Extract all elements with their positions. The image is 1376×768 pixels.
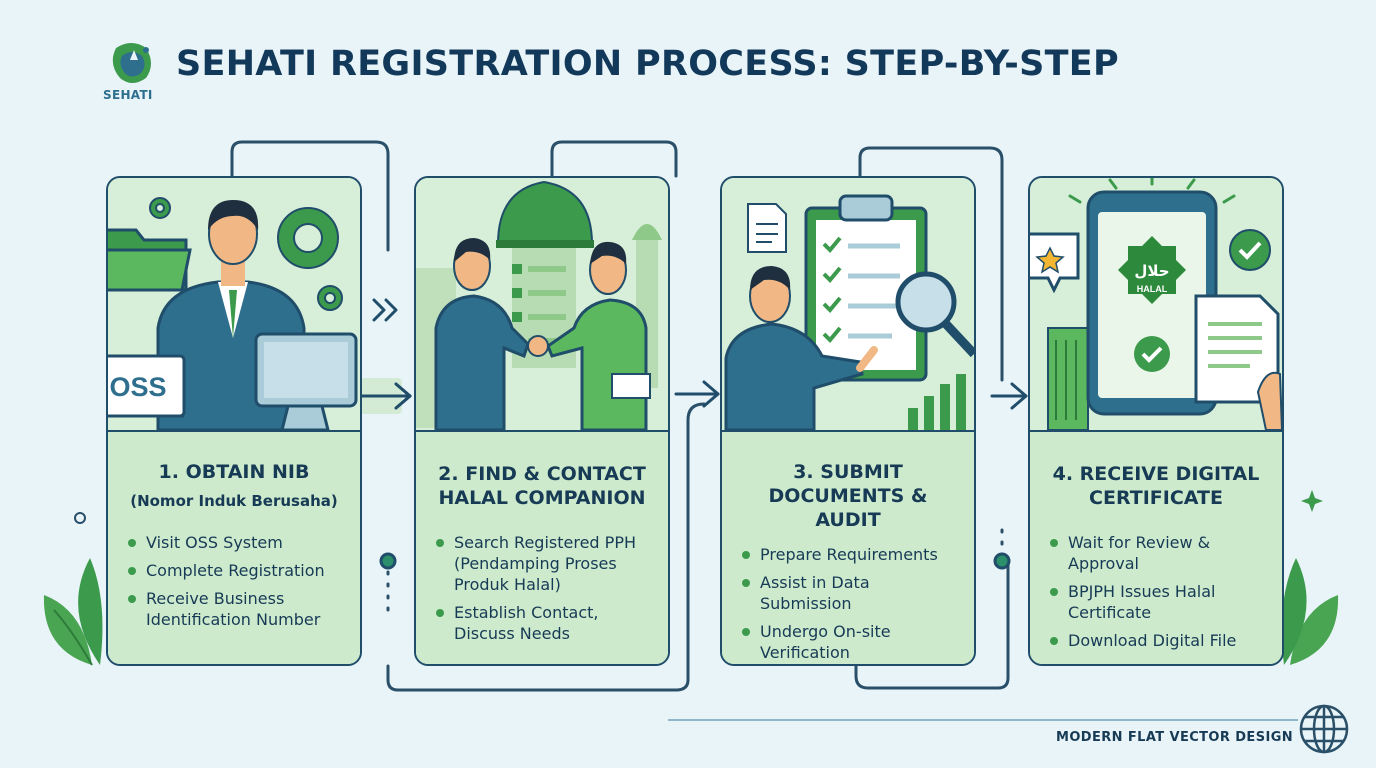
step-4-illustration: حلال HALAL <box>1030 178 1282 430</box>
step-1-illustration: OSS <box>108 178 360 430</box>
oss-badge-text: OSS <box>109 372 166 402</box>
step-3-illustration <box>722 178 974 430</box>
step-3-bullet-1: Prepare Requirements <box>742 544 964 565</box>
step-3-bullet-2: Assist in Data Submission <box>742 572 964 614</box>
step-1-bullets: Visit OSS System Complete Registration R… <box>128 532 350 637</box>
step-3-text-panel: 3. SUBMIT DOCUMENTS & AUDIT Prepare Requ… <box>722 430 974 664</box>
step-1-text-panel: 1. OBTAIN NIB (Nomor Induk Berusaha) Vis… <box>108 430 360 664</box>
step-2-text-panel: 2. FIND & CONTACT HALAL COMPANION Search… <box>416 430 668 664</box>
step-card-4: حلال HALAL 4. RECEIVE DIGITAL CERTIFICAT… <box>1028 176 1284 666</box>
document-icon <box>747 203 787 253</box>
step-card-2: 2. FIND & CONTACT HALAL COMPANION Search… <box>414 176 670 666</box>
step-card-3: 3. SUBMIT DOCUMENTS & AUDIT Prepare Requ… <box>720 176 976 666</box>
step-4-bullets: Wait for Review & Approval BPJPH Issues … <box>1050 532 1272 658</box>
sehati-logo-icon <box>112 43 151 83</box>
step-1-bullet-2: Complete Registration <box>128 560 350 581</box>
leaf-decoration-right <box>1281 558 1339 665</box>
step-4-bullet-1: Wait for Review & Approval <box>1050 532 1272 574</box>
smartphone-icon: حلال HALAL <box>1086 190 1218 416</box>
step-2-title: 2. FIND & CONTACT HALAL COMPANION <box>438 463 646 509</box>
magnifier-icon <box>895 271 974 358</box>
step-4-text-panel: 4. RECEIVE DIGITAL CERTIFICATE Wait for … <box>1030 430 1282 664</box>
handshake-figures <box>434 238 651 430</box>
halal-arabic-text: حلال <box>1134 262 1169 280</box>
step-card-1: OSS 1. OBTAIN NIB (Nomor Induk Berusaha)… <box>106 176 362 666</box>
building-icon <box>1047 327 1089 430</box>
step-1-title: 1. OBTAIN NIB <box>158 461 310 483</box>
footer-text: MODERN FLAT VECTOR DESIGN <box>1056 730 1294 745</box>
certificate-document-icon <box>1194 294 1280 404</box>
leaf-decoration-left <box>43 558 103 666</box>
step-1-subtitle: (Nomor Induk Berusaha) <box>130 492 338 510</box>
step-4-bullet-2: BPJPH Issues Halal Certificate <box>1050 581 1272 623</box>
step-1-bullet-3: Receive Business Identification Number <box>128 588 350 630</box>
bar-chart-icon <box>908 374 966 430</box>
globe-icon <box>1299 704 1349 754</box>
glow-rays <box>1068 178 1236 204</box>
step-3-title: 3. SUBMIT DOCUMENTS & AUDIT <box>768 461 928 531</box>
oss-badge: OSS <box>108 354 186 418</box>
step-4-title: 4. RECEIVE DIGITAL CERTIFICATE <box>1052 463 1260 509</box>
step-1-bullet-1: Visit OSS System <box>128 532 350 553</box>
halal-latin-text: HALAL <box>1137 284 1168 294</box>
step-2-bullets: Search Registered PPH (Pendamping Proses… <box>436 532 658 651</box>
check-circle-icon <box>1229 229 1271 271</box>
step-2-bullet-1: Search Registered PPH (Pendamping Proses… <box>436 532 658 595</box>
logo-text: SEHATI <box>103 88 153 102</box>
step-2-illustration <box>416 178 668 430</box>
step-3-bullets: Prepare Requirements Assist in Data Subm… <box>742 544 964 664</box>
hand-icon <box>1256 371 1282 430</box>
laptop-icon <box>254 332 358 430</box>
step-3-bullet-3: Undergo On-site Verification <box>742 621 964 663</box>
star-speech-bubble-icon <box>1030 232 1080 294</box>
step-2-bullet-2: Establish Contact, Discuss Needs <box>436 602 658 644</box>
footer-divider <box>668 719 1298 721</box>
reviewer-figure <box>724 266 878 430</box>
folder-icon <box>108 228 192 292</box>
page-title: SEHATI REGISTRATION PROCESS: STEP-BY-STE… <box>176 44 1119 84</box>
gear-icon <box>149 197 343 311</box>
step-4-bullet-3: Download Digital File <box>1050 630 1272 651</box>
